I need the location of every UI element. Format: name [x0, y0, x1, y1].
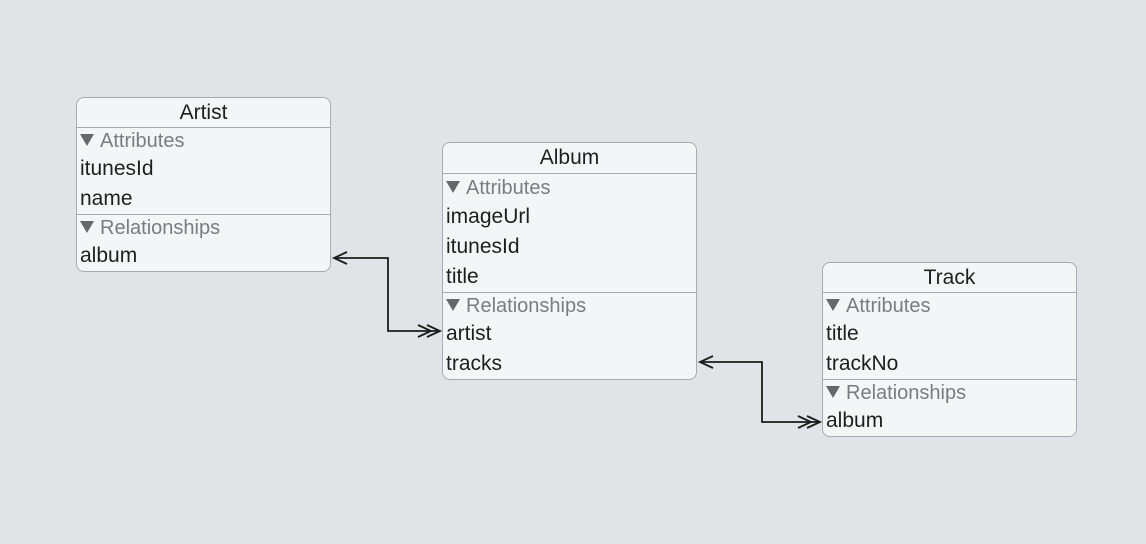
disclosure-triangle-icon[interactable] — [826, 299, 840, 311]
attribute-row-imageurl[interactable]: imageUrl — [446, 205, 531, 228]
disclosure-triangle-icon[interactable] — [80, 134, 94, 146]
entity-artist[interactable]: Artist Attributes itunesId name Relation… — [76, 97, 331, 272]
double-arrowhead-icon — [806, 415, 823, 429]
section-divider — [823, 379, 1076, 380]
section-label: Relationships — [846, 382, 967, 404]
disclosure-triangle-icon[interactable] — [80, 221, 94, 233]
connector-line — [334, 257, 440, 332]
relationships-section-toggle[interactable]: Relationships — [77, 215, 330, 241]
entity-track[interactable]: Track Attributes title trackNo Relations… — [822, 262, 1077, 437]
section-divider — [443, 292, 696, 293]
attributes-section-toggle[interactable]: Attributes — [823, 293, 1076, 319]
attribute-row-name[interactable]: name — [80, 187, 133, 210]
attributes-section-toggle[interactable]: Attributes — [77, 128, 330, 154]
disclosure-triangle-icon[interactable] — [446, 299, 460, 311]
double-arrowhead-icon — [426, 324, 443, 338]
relationships-section-toggle[interactable]: Relationships — [823, 380, 1076, 406]
section-label: Attributes — [466, 177, 551, 199]
attribute-row-title[interactable]: title — [826, 322, 859, 345]
single-arrowhead-icon — [331, 251, 348, 265]
section-label: Attributes — [846, 295, 931, 317]
section-label: Attributes — [100, 130, 185, 152]
section-divider — [77, 214, 330, 215]
double-arrowhead-icon — [797, 415, 814, 429]
relationship-row-artist[interactable]: artist — [446, 322, 492, 345]
relationship-row-tracks[interactable]: tracks — [446, 352, 503, 375]
attributes-section-toggle[interactable]: Attributes — [443, 174, 696, 202]
entity-album[interactable]: Album Attributes imageUrl itunesId title… — [442, 142, 697, 380]
section-label: Relationships — [466, 295, 587, 317]
section-label: Relationships — [100, 217, 221, 239]
connector-artist-album[interactable] — [331, 251, 443, 338]
connector-line — [700, 361, 820, 423]
attribute-row-itunesid[interactable]: itunesId — [446, 235, 520, 258]
entity-title[interactable]: Artist — [77, 98, 330, 128]
attribute-row-title[interactable]: title — [446, 265, 479, 288]
relationship-row-album[interactable]: album — [80, 244, 138, 267]
disclosure-triangle-icon[interactable] — [826, 386, 840, 398]
relationship-row-album[interactable]: album — [826, 409, 884, 432]
entity-title[interactable]: Album — [443, 143, 696, 174]
double-arrowhead-icon — [417, 324, 434, 338]
single-arrowhead-icon — [697, 355, 714, 369]
relationships-section-toggle[interactable]: Relationships — [443, 293, 696, 319]
disclosure-triangle-icon[interactable] — [446, 181, 460, 193]
connector-album-track[interactable] — [697, 355, 823, 429]
attribute-row-trackno[interactable]: trackNo — [826, 352, 899, 375]
entity-title[interactable]: Track — [823, 263, 1076, 293]
attribute-row-itunesid[interactable]: itunesId — [80, 157, 154, 180]
